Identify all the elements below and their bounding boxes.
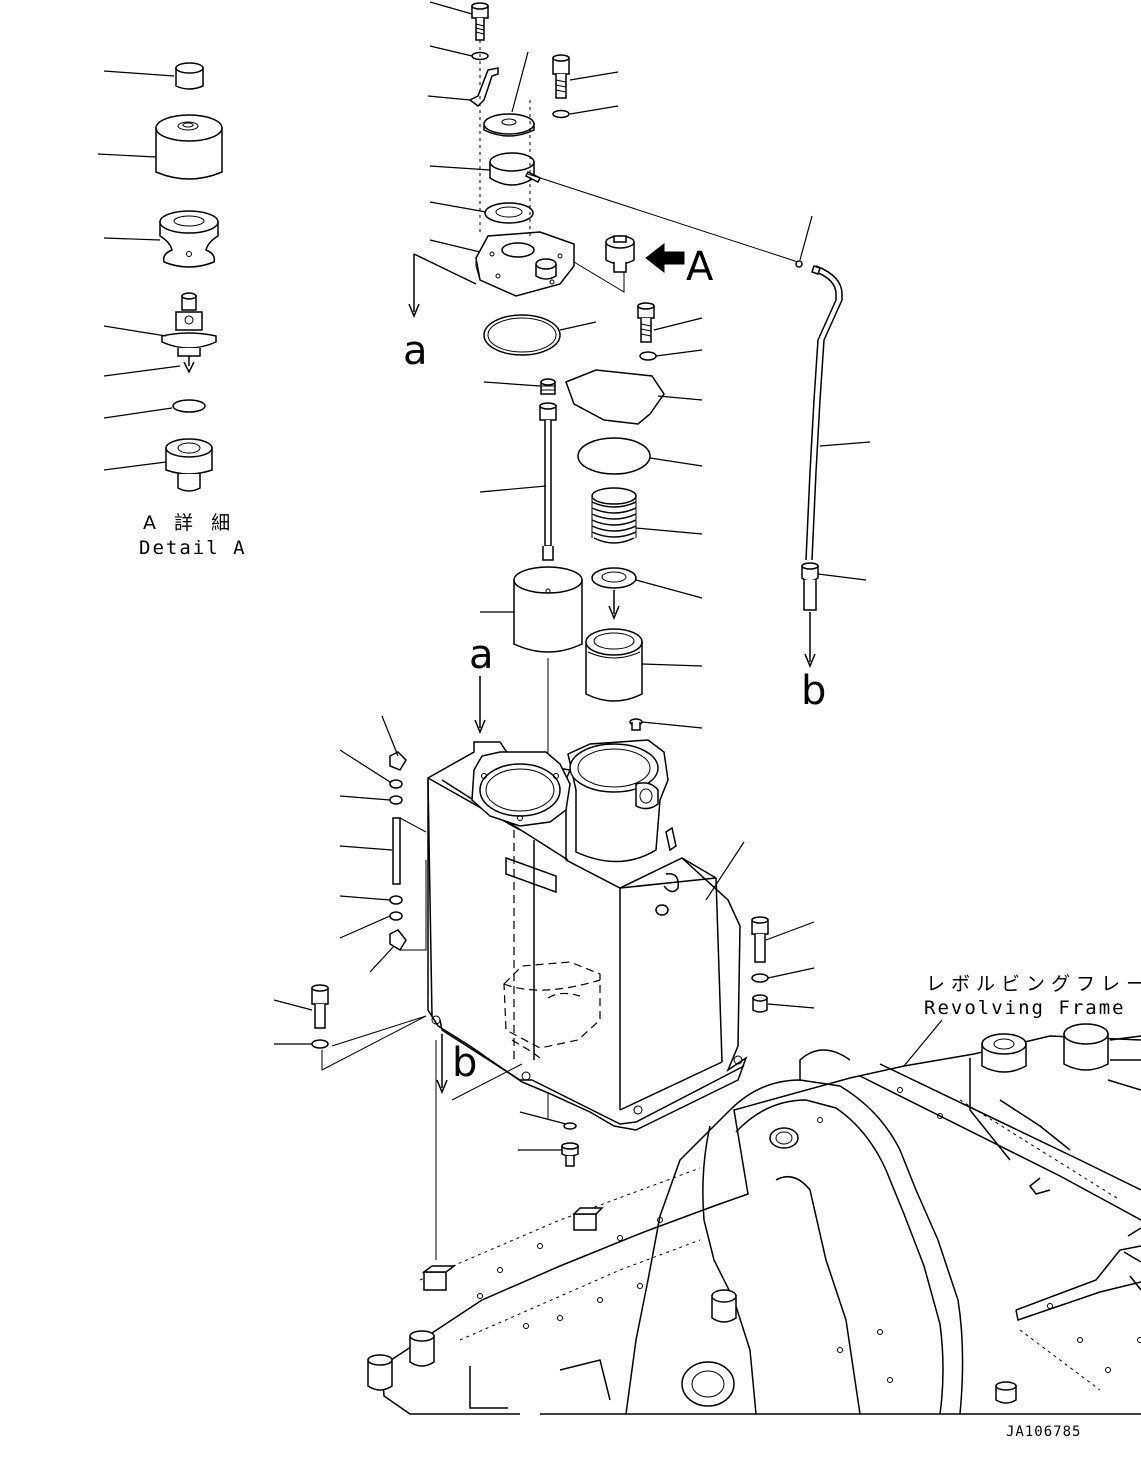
detail-o-ring	[173, 400, 205, 412]
breather-cap-stack: a	[403, 2, 618, 374]
detail-cover	[156, 115, 222, 179]
frame-boss-right	[1064, 1024, 1108, 1070]
drain-plug	[518, 1112, 578, 1166]
cap-plate	[484, 114, 534, 136]
callout-view-a: A	[686, 244, 714, 290]
tank-mount-right	[752, 917, 814, 1012]
top-bolt	[472, 3, 488, 40]
filter-leaders	[636, 318, 702, 728]
hydraulic-tank	[428, 676, 746, 1130]
filter-cover	[566, 370, 664, 424]
callout-ref-b-pipe: b	[801, 668, 826, 714]
strainer-stack	[480, 379, 582, 1120]
cap-bracket	[470, 68, 498, 106]
element-plug	[630, 719, 642, 730]
drawing-code: JA106785	[1006, 1424, 1081, 1440]
detail-valve	[162, 293, 216, 372]
filter-cover-stack	[566, 303, 702, 730]
view-a-arrow	[646, 244, 684, 272]
detail-title-jp: A 詳 細	[143, 512, 236, 534]
detail-spool	[160, 211, 218, 267]
cap-bolt	[553, 55, 569, 98]
detail-nut	[166, 439, 212, 491]
cover-washer	[640, 352, 656, 360]
filter-element	[586, 629, 642, 701]
frame-boss-left	[982, 1034, 1026, 1072]
filler-flange	[476, 232, 574, 296]
frame-label-jp: レボルビングフレーム	[926, 973, 1141, 995]
strainer-rod	[540, 403, 556, 560]
detail-title-en: Detail A	[139, 537, 247, 559]
strainer-plug	[541, 379, 555, 394]
flange-o-ring	[484, 315, 560, 355]
cover-gasket	[578, 438, 650, 474]
level-sensor	[574, 236, 634, 292]
callout-ref-a-tank: a	[469, 632, 494, 678]
clamp-collar	[490, 153, 540, 185]
revolving-frame	[368, 1020, 1141, 1414]
relief-spring	[592, 488, 636, 543]
frame-label-en: Revolving Frame	[924, 997, 1126, 1019]
bypass-valve	[592, 568, 636, 618]
cap-gasket	[485, 203, 533, 223]
detail-leaders	[98, 71, 180, 470]
suction-strainer	[514, 567, 582, 652]
sight-gauge-parts	[340, 716, 426, 972]
cap-washer	[553, 111, 569, 118]
cover-bolt	[638, 303, 654, 342]
tank-mount-left	[274, 985, 426, 1070]
cap-leaders	[428, 2, 618, 330]
callout-ref-a-top: a	[403, 328, 428, 374]
dipstick-pipe	[528, 174, 870, 666]
detail-a-assembly: A 詳 細 Detail A	[98, 63, 247, 559]
detail-cap	[176, 63, 203, 89]
callout-ref-b-tank: b	[452, 1040, 477, 1086]
frame-holes	[478, 1088, 1141, 1383]
